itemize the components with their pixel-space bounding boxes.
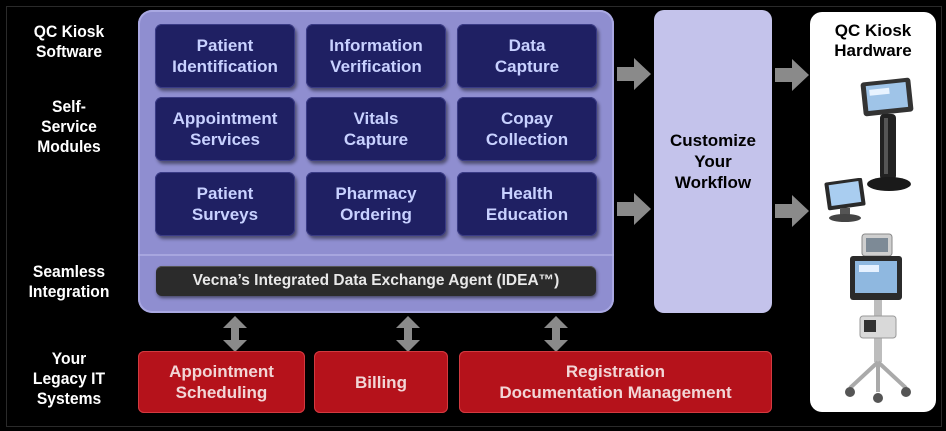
legacy-billing: Billing [314, 351, 448, 413]
diagram-frame [6, 6, 942, 427]
arrow-right-icon [617, 193, 651, 225]
arrow-right-icon [617, 58, 651, 90]
panel-divider [138, 254, 614, 256]
hardware-box: QC Kiosk Hardware [810, 12, 936, 412]
bidirectional-arrow-icon [223, 316, 247, 352]
label-seamless-integration: Seamless Integration [28, 262, 110, 301]
arrow-right-icon [775, 195, 809, 227]
label-qc-kiosk-software: QC Kiosk Software [33, 22, 105, 61]
cart-kiosk-icon [845, 233, 911, 403]
standing-kiosk-icon [860, 77, 914, 191]
idea-integration-bar: Vecna’s Integrated Data Exchange Agent (… [156, 266, 596, 296]
label-legacy-it-systems: Your Legacy IT Systems [32, 349, 106, 408]
arrow-right-icon [775, 59, 809, 91]
bidirectional-arrow-icon [544, 316, 568, 352]
label-self-service-modules: Self- Service Modules [37, 97, 101, 156]
hardware-title: QC Kiosk Hardware [834, 21, 912, 60]
bidirectional-arrow-icon [396, 316, 420, 352]
customize-workflow-box: Customize Your Workflow [654, 10, 772, 313]
tablet-kiosk-icon [824, 178, 866, 222]
